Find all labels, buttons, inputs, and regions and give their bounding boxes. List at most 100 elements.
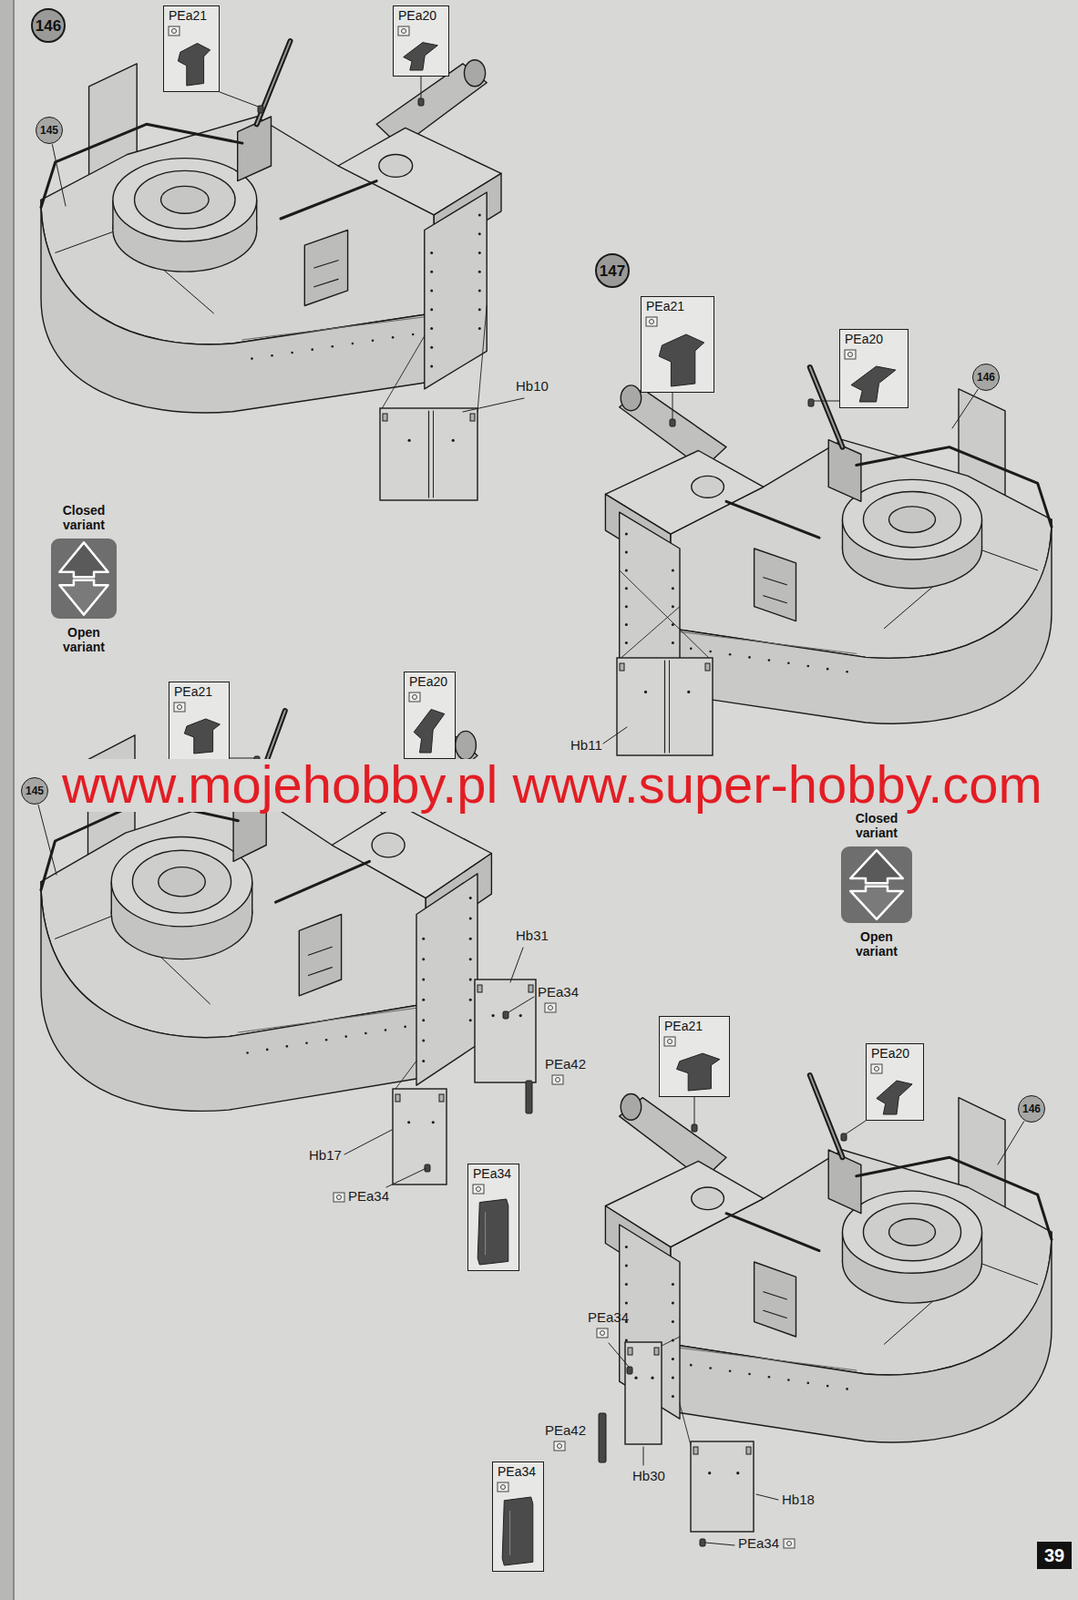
rivet	[371, 338, 375, 342]
rivet	[671, 1357, 675, 1361]
variant-label: Open variant	[51, 625, 117, 655]
etch-icon	[555, 1078, 561, 1083]
etch-icon	[600, 1331, 606, 1336]
step	[763, 1292, 788, 1300]
rivet	[430, 346, 433, 350]
rivet	[478, 327, 482, 330]
part-detail-box: PEa20	[865, 1043, 924, 1121]
gun-barrel	[810, 367, 843, 448]
rivet	[305, 1041, 308, 1045]
part-detail-box: PEa20	[839, 328, 909, 409]
part-number: Hb30	[632, 1468, 666, 1485]
small-part	[691, 1124, 698, 1132]
rivet	[469, 998, 473, 1002]
rivet	[250, 357, 254, 360]
turret-hatch	[862, 492, 961, 548]
rivet	[270, 354, 274, 358]
panel-line	[679, 632, 857, 655]
door-seam	[432, 410, 434, 498]
door-frame	[754, 548, 797, 622]
rivet	[728, 1369, 732, 1373]
rivet	[787, 661, 791, 665]
leader-line	[811, 400, 840, 402]
rivet	[310, 348, 314, 351]
assembly-line	[392, 1060, 417, 1093]
rivet	[671, 605, 675, 608]
rivet	[671, 1376, 675, 1380]
rivet	[625, 623, 628, 627]
hatch	[371, 832, 405, 858]
etch-icon	[646, 317, 658, 327]
watermark: www.mojehobby.pl www.super-hobby.com	[60, 759, 1045, 812]
rivet	[625, 1302, 628, 1305]
turret-hatch	[161, 185, 210, 214]
rivet	[768, 658, 771, 662]
rivet	[325, 1038, 329, 1042]
rivet	[671, 1302, 675, 1305]
door-hinge	[619, 663, 625, 671]
etch-icon	[554, 1441, 565, 1451]
etched-part	[851, 366, 896, 402]
etch-icon	[844, 349, 856, 360]
rivet	[478, 213, 482, 216]
step	[763, 1310, 788, 1318]
hand-rail	[41, 123, 243, 207]
rivet	[430, 270, 433, 274]
small-part	[257, 105, 264, 113]
etch-icon	[333, 1192, 345, 1202]
bar-part	[525, 1080, 533, 1114]
rivet	[331, 345, 335, 349]
part-number: PEa34	[537, 985, 579, 1001]
leader-line	[603, 727, 627, 744]
rivet	[403, 1026, 407, 1029]
rivet	[625, 1283, 628, 1286]
rivet	[671, 641, 675, 645]
door-panel	[379, 408, 478, 501]
leader-line	[694, 1097, 696, 1127]
leader-line	[756, 1494, 779, 1500]
door-hole	[407, 1120, 411, 1124]
part-detail-box: PEa34	[492, 1461, 545, 1572]
rivet	[671, 586, 675, 590]
hand-rail	[726, 501, 820, 538]
part-edge	[509, 1510, 511, 1556]
panel-line	[242, 317, 425, 340]
rivet	[478, 251, 482, 255]
part-number: PEa42	[544, 1423, 586, 1439]
leader-line	[38, 804, 57, 875]
part-number: Hb10	[515, 379, 549, 395]
part-number: PEa21	[659, 1016, 707, 1034]
etch-icon	[552, 1075, 564, 1085]
hand-rail	[856, 1157, 1052, 1240]
leader-line	[386, 1168, 427, 1188]
door-frame	[298, 914, 341, 996]
rivet	[411, 333, 415, 337]
assembly-line	[616, 606, 680, 662]
step-number-text: 146	[1022, 1103, 1041, 1115]
rivet	[708, 650, 712, 654]
part-detail-box: PEa34	[467, 1163, 520, 1272]
door-hole	[650, 1376, 654, 1380]
leader-line	[672, 392, 674, 421]
variant-icon	[50, 537, 118, 620]
etch-icon	[409, 692, 421, 702]
rivet	[625, 1264, 628, 1268]
rivet	[625, 586, 628, 590]
rivet	[748, 1373, 751, 1376]
page-number: 39	[1036, 1541, 1072, 1570]
turret-hatch	[862, 1203, 961, 1262]
armour-plate	[424, 192, 487, 390]
etch-icon	[412, 695, 418, 700]
rivet	[421, 1039, 425, 1043]
door-hole	[736, 1471, 740, 1475]
door-seam	[428, 410, 430, 498]
step-reference: 146	[972, 363, 1000, 391]
turret-hatch	[889, 1218, 936, 1246]
assembly-line	[379, 336, 425, 412]
etch-icon	[871, 1064, 883, 1074]
part-number: PEa20	[866, 1044, 914, 1061]
rivet	[286, 1045, 289, 1048]
leader-line	[510, 947, 524, 983]
etch-icon	[557, 1444, 563, 1449]
